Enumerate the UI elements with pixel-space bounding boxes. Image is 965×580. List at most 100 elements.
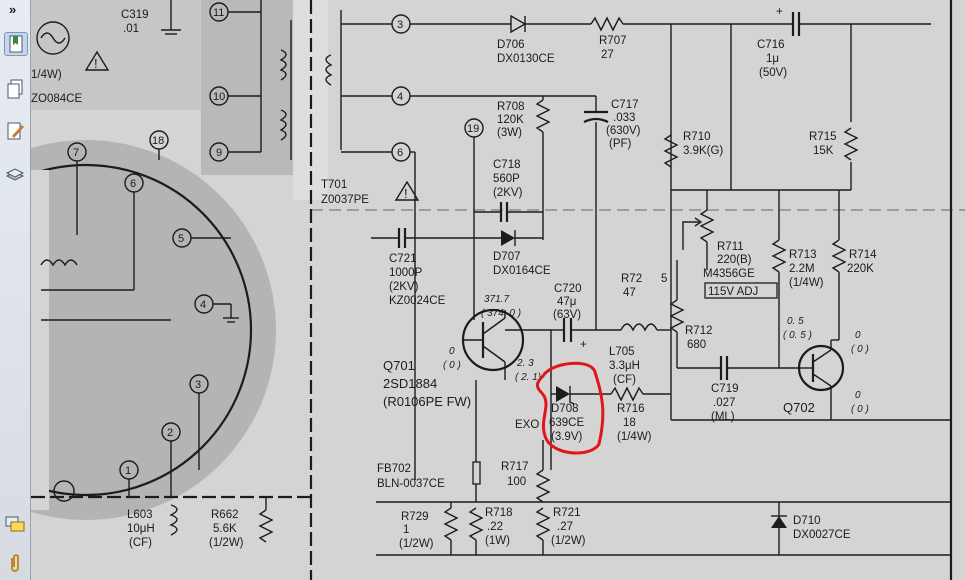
diode-d706 — [510, 14, 527, 34]
resistor-r707 — [590, 16, 624, 32]
resistor-r729 — [443, 507, 459, 541]
label-c319-value: .01 — [123, 23, 139, 35]
crt-pin-1: 1 — [125, 465, 131, 477]
label-c721-c: KZ0024CE — [389, 295, 446, 307]
label-l705-b: (CF) — [613, 374, 636, 386]
q702-collector-voltage-alt: ( 0 ) — [851, 344, 869, 355]
label-r718: R718 — [485, 507, 513, 519]
label-r715-value: 15K — [813, 145, 834, 157]
highlight-circle-d708 — [535, 361, 605, 455]
label-r707: R707 — [599, 35, 627, 47]
label-r711-c: 115V ADJ — [708, 286, 758, 298]
thermistor-symbol — [36, 21, 70, 55]
document-view[interactable]: 1/4W) ZO084CE ! C319 .01 11 10 9 3 4 6 T… — [31, 0, 965, 580]
label-d710: D710 — [793, 515, 821, 527]
label-r662-b: (1/2W) — [209, 537, 244, 549]
q702-emitter-voltage: 0 — [855, 390, 861, 401]
resistor-r717 — [535, 469, 551, 503]
warning-mark: ! — [94, 56, 98, 71]
attachments-icon[interactable] — [4, 552, 26, 574]
label-r711-a: 220(B) — [717, 254, 752, 266]
svg-text:!: ! — [404, 186, 408, 201]
label-r729-a: 1 — [403, 524, 409, 536]
navigation-panel: » — [0, 0, 31, 580]
annotations-icon[interactable] — [4, 120, 26, 142]
label-r718-b: (1W) — [485, 535, 510, 547]
potentiometer-r711 — [699, 209, 715, 243]
label-r713-a: 2.2M — [789, 263, 815, 275]
label-r717: R717 — [501, 461, 529, 473]
label-r729: R729 — [401, 511, 429, 523]
q701-emitter-voltage-alt: ( 2. 1) — [515, 372, 541, 383]
label-r710-value: 3.9K(G) — [683, 145, 723, 157]
label-t701: T701 — [321, 179, 347, 191]
label-c721-a: 1000P — [389, 267, 423, 279]
pin-6: 6 — [397, 147, 403, 159]
adjust-note-box — [704, 282, 778, 299]
pages-icon[interactable] — [4, 78, 26, 100]
label-c717-a: .033 — [613, 112, 635, 124]
label-c718-b: (2KV) — [493, 187, 523, 199]
label-r662-a: 5.6K — [213, 523, 237, 535]
warning-triangle-icon — [84, 50, 110, 71]
crt-pin-2: 2 — [167, 427, 173, 439]
label-r721-a: .27 — [557, 521, 573, 533]
layers-icon[interactable] — [4, 164, 26, 186]
label-fb702-value: BLN-0037CE — [377, 478, 445, 490]
label-r715: R715 — [809, 131, 837, 143]
label-d707-value: DX0164CE — [493, 265, 551, 277]
resistor-r713 — [771, 239, 787, 273]
label-r708-b: (3W) — [497, 127, 522, 139]
label-r729-b: (1/2W) — [399, 538, 434, 550]
pin-19: 19 — [467, 123, 479, 135]
label-c718-a: 560P — [493, 173, 520, 185]
crt-pin-7: 7 — [73, 147, 79, 159]
crt-pin-3: 3 — [195, 379, 201, 391]
label-c716-b: (50V) — [759, 67, 787, 79]
q702-base-voltage: 0. 5 — [787, 316, 804, 327]
pin-3: 3 — [397, 19, 403, 31]
label-c721-b: (2KV) — [389, 281, 419, 293]
crt-socket-shading — [31, 140, 276, 520]
label-l603: L603 — [127, 509, 153, 521]
inductor-l603 — [169, 504, 178, 536]
label-q701: Q701 — [383, 358, 415, 373]
label-d706-value: DX0130CE — [497, 53, 555, 65]
diode-d707 — [501, 230, 515, 246]
label-l705-a: 3.3μH — [609, 360, 640, 372]
label-c719: C719 — [711, 383, 739, 395]
bookmarks-icon[interactable] — [4, 32, 28, 56]
label-r714: R714 — [849, 249, 877, 261]
resistor-r710 — [663, 134, 679, 168]
svg-text:+: + — [776, 6, 783, 18]
label-q701-b: (R0106PE FW) — [383, 394, 471, 409]
pin-18: 18 — [152, 135, 164, 147]
label-r72-value: 47 — [623, 287, 636, 299]
label-r718-a: .22 — [487, 521, 503, 533]
label-r716-b: (1/4W) — [617, 431, 652, 443]
label-exo: EXO — [515, 419, 539, 431]
q701-emitter-voltage: 2. 3 — [516, 358, 534, 369]
crt-pin-4: 4 — [200, 299, 206, 311]
inductor-l705 — [620, 323, 658, 332]
label-t701-value: Z0037PE — [321, 194, 369, 206]
q701-base-voltage: 0 — [449, 346, 455, 357]
label-r712-value: 680 — [687, 339, 706, 351]
comments-icon[interactable] — [4, 514, 26, 536]
crt-pin-5: 5 — [178, 233, 184, 245]
label-q701-a: 2SD1884 — [383, 376, 437, 391]
label-c720-b: (63V) — [553, 309, 581, 321]
q702-collector-voltage: 0 — [855, 330, 861, 341]
label-r707-value: 27 — [601, 49, 614, 61]
label-r714-a: 220K — [847, 263, 874, 275]
label-r662: R662 — [211, 509, 239, 521]
label-r713: R713 — [789, 249, 817, 261]
resistor-r714 — [831, 239, 847, 273]
label-c717-c: (PF) — [609, 138, 632, 150]
label-l705: L705 — [609, 346, 635, 358]
panel-toggle-icon[interactable]: » — [9, 2, 17, 17]
label-d708: D708 — [551, 403, 579, 415]
label-r712: R712 — [685, 325, 713, 337]
q701-collector-voltage-alt: ( 374. 0 ) — [481, 308, 521, 319]
label-r708: R708 — [497, 101, 525, 113]
